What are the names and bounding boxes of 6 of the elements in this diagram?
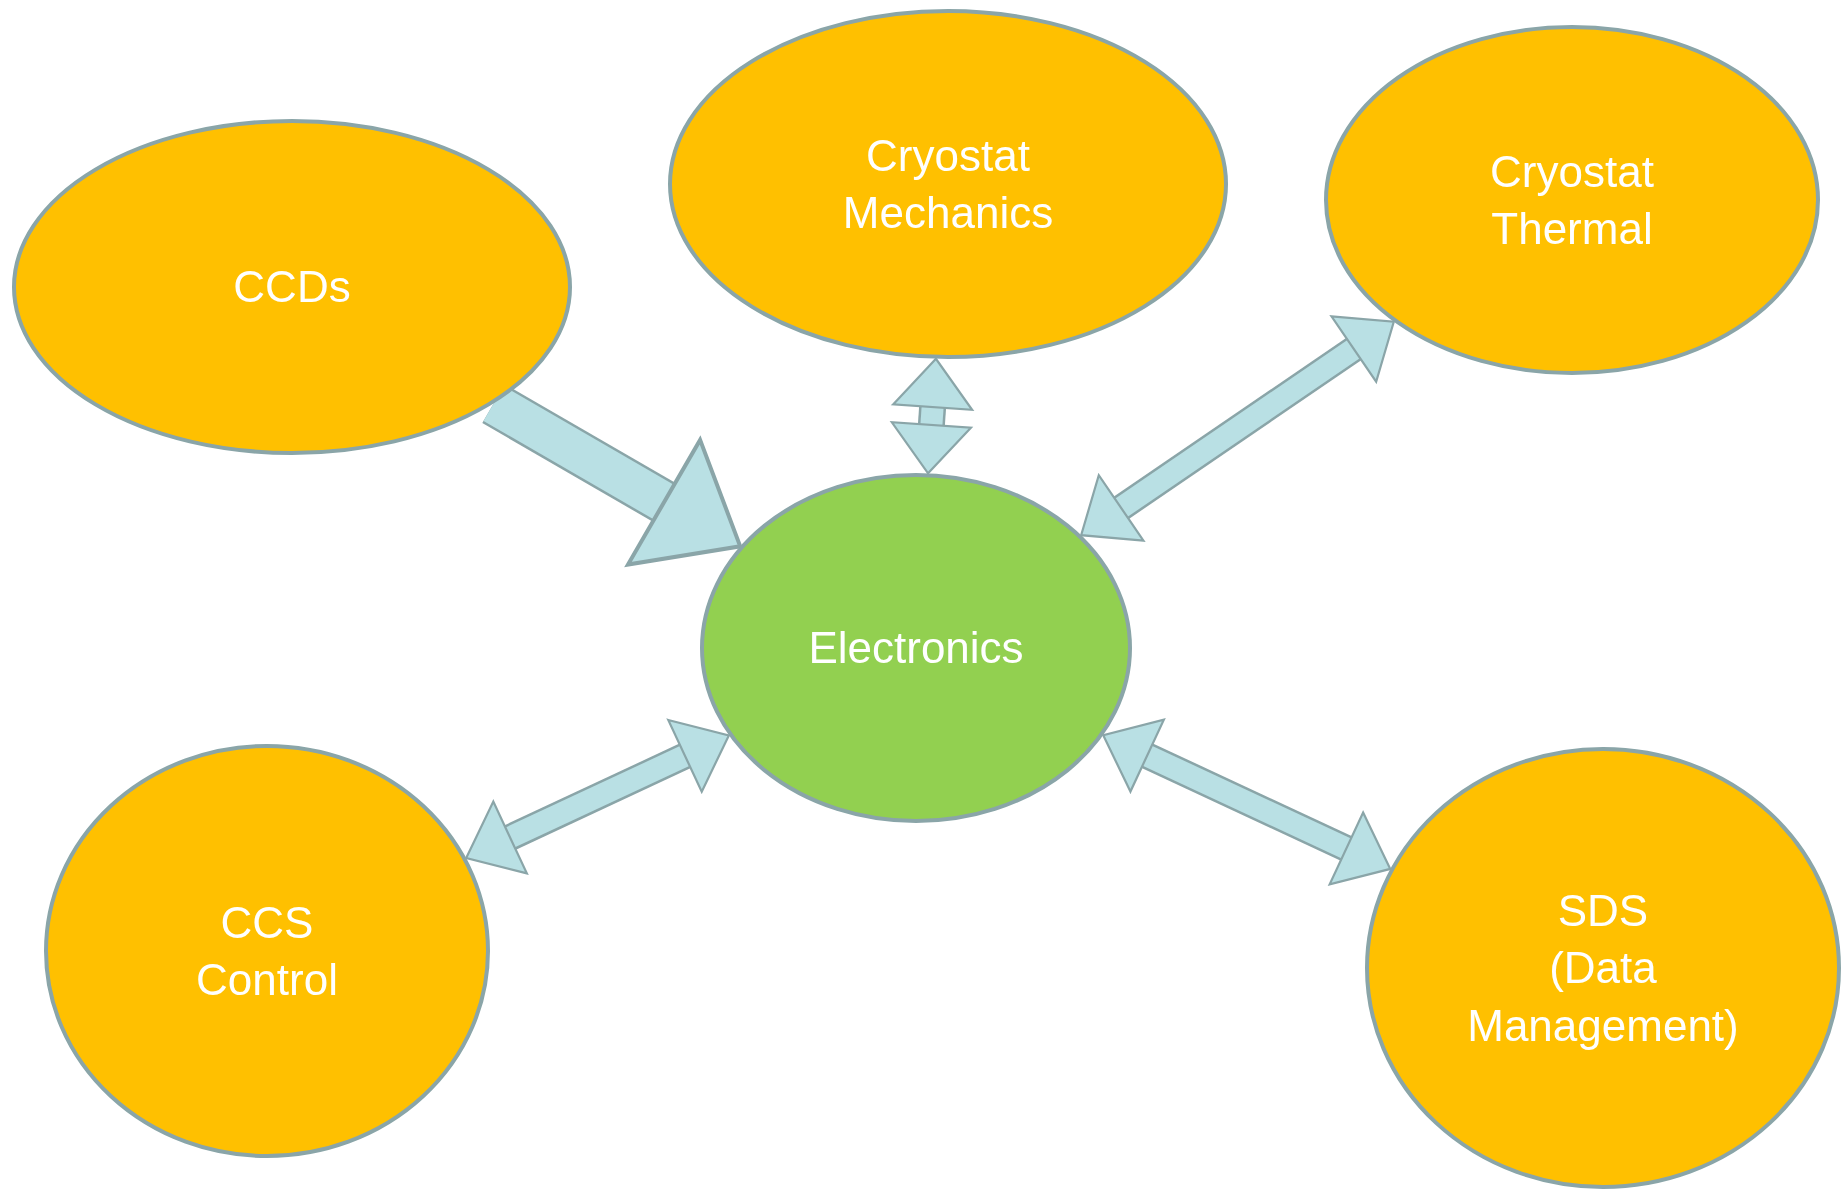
node-label: Electronics [808, 622, 1024, 675]
node-label: SDS (Data Management) [1467, 885, 1739, 1052]
node-label: CCS Control [196, 896, 338, 1006]
node-label: Cryostat Mechanics [842, 129, 1054, 239]
node-label: CCDs [233, 261, 351, 314]
node-label: Cryostat Thermal [1490, 145, 1654, 255]
